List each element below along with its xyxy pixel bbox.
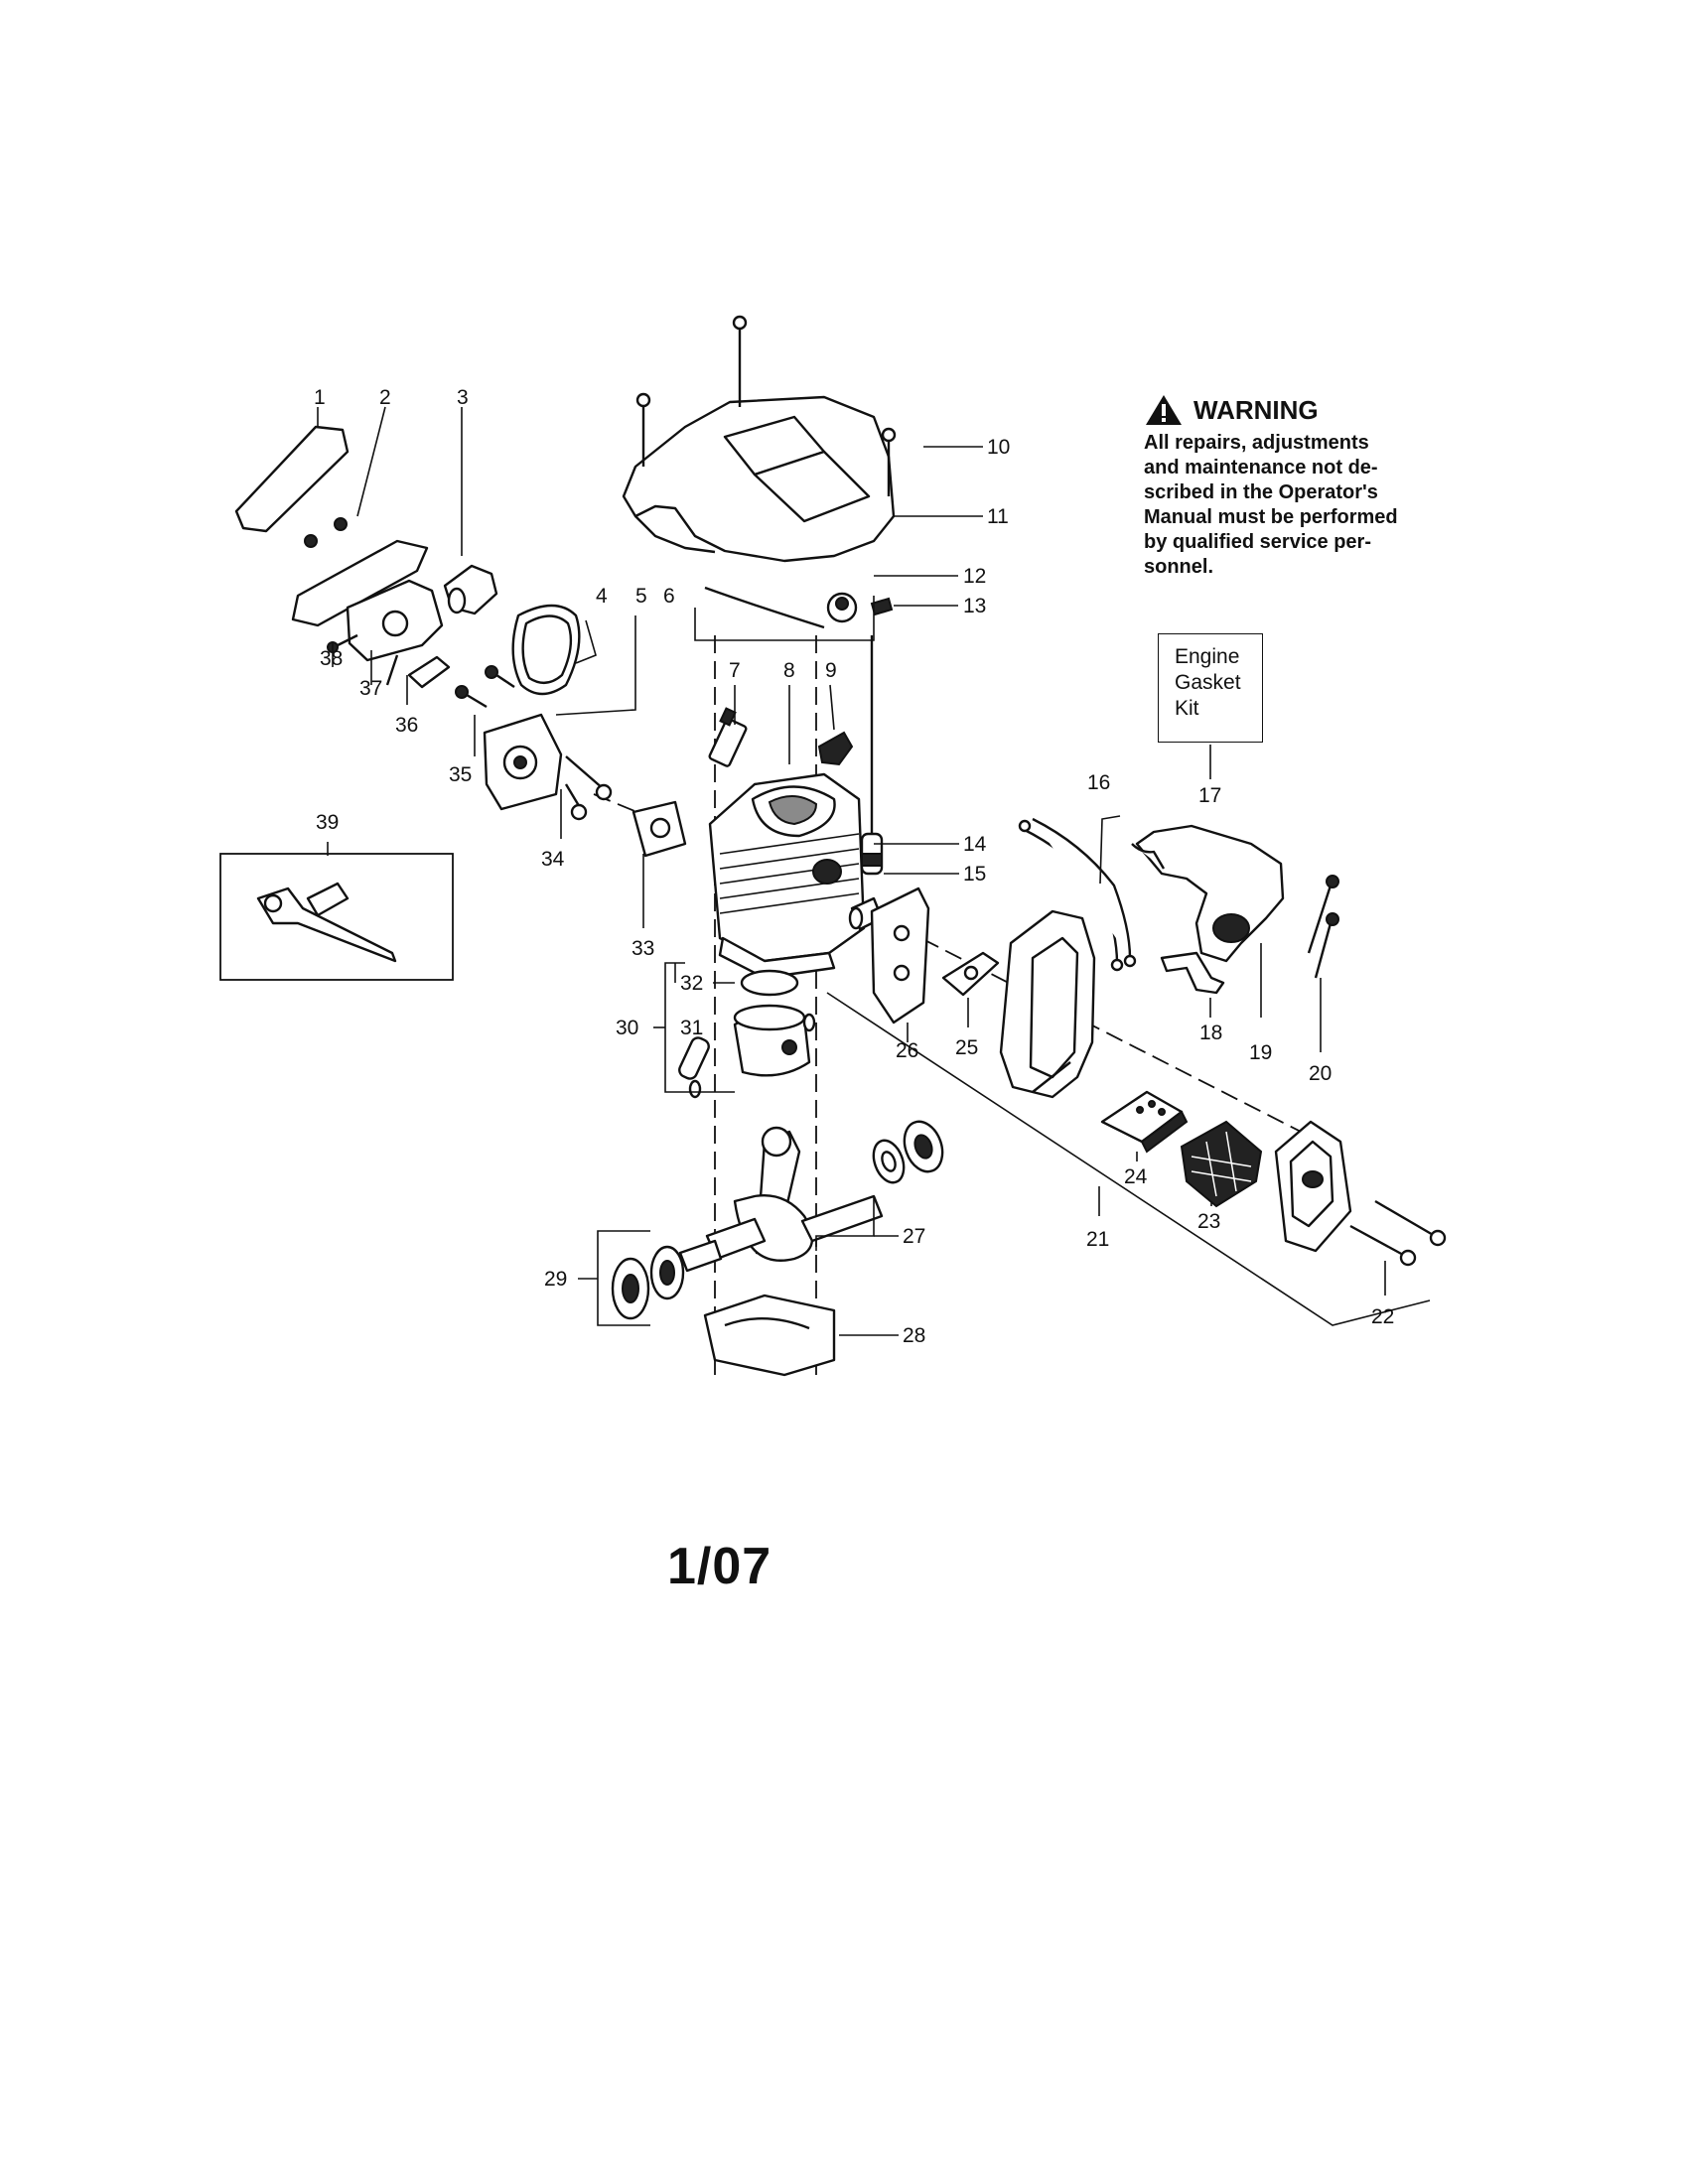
warning-line: scribed in the Operator's: [1144, 481, 1378, 503]
carb-bracket-part: [291, 517, 429, 627]
warning-title: WARNING: [1193, 394, 1319, 425]
muffler-cover-part: [1274, 1120, 1352, 1253]
callout-31: 31: [680, 1017, 703, 1039]
intake-gasket-part: [632, 800, 687, 858]
intake-adapter-part: [483, 713, 563, 811]
warning-triangle-icon: [1146, 395, 1182, 425]
leader-lines: [317, 406, 1431, 1336]
adapter-screws-part: [455, 665, 515, 709]
choke-linkage-part: [407, 655, 451, 689]
callout-29: 29: [544, 1268, 567, 1291]
callout-24: 24: [1124, 1165, 1148, 1188]
wrist-pin-part: [678, 1036, 710, 1080]
muffler-screen-part: [1180, 1120, 1263, 1208]
top-cover-part: [622, 395, 896, 563]
decal-part: [817, 731, 854, 766]
date-code: 1/07: [667, 1538, 772, 1595]
callout-36: 36: [395, 714, 418, 737]
callout-21: 21: [1086, 1228, 1109, 1251]
callout-7: 7: [729, 659, 741, 682]
engine-gasket-kit-box: Engine Gasket Kit: [1158, 633, 1263, 743]
warning-notice: WARNING All repairs, adjustments and mai…: [1144, 393, 1442, 580]
callout-4: 4: [596, 585, 608, 608]
piston-part: [733, 1004, 811, 1077]
air-filter-part: [234, 425, 350, 533]
spark-plug-part: [708, 707, 748, 767]
gasket-ring-part: [511, 604, 581, 696]
muffler-body-part: [999, 909, 1096, 1099]
callout-37: 37: [359, 677, 382, 700]
ignition-wires-part: [1018, 817, 1137, 972]
callout-32: 32: [680, 972, 703, 995]
callout-34: 34: [541, 848, 565, 871]
crank-bearings-right-part: [872, 1120, 944, 1184]
callout-1: 1: [314, 386, 326, 409]
kit-label-line: Engine: [1175, 645, 1240, 668]
callout-8: 8: [783, 659, 795, 682]
warning-line: Manual must be performed: [1144, 506, 1398, 528]
callout-38: 38: [320, 647, 343, 670]
muffler-gasket-part: [941, 951, 1000, 997]
callout-11: 11: [987, 505, 1009, 528]
callout-19: 19: [1249, 1041, 1272, 1064]
warning-line: sonnel.: [1144, 556, 1214, 578]
crank-bearings-left-part: [611, 1245, 685, 1320]
callout-22: 22: [1371, 1305, 1394, 1328]
warning-line: by qualified service per-: [1144, 531, 1371, 553]
kit-label-line: Kit: [1175, 697, 1199, 720]
callout-18: 18: [1199, 1022, 1222, 1044]
spark-arrestor-part: [1100, 1090, 1189, 1154]
callout-9: 9: [825, 659, 837, 682]
callout-15: 15: [963, 863, 986, 886]
callout-28: 28: [903, 1324, 925, 1347]
intake-boot-part: [443, 564, 498, 615]
fuel-line-part: [704, 586, 825, 629]
callout-2: 2: [379, 386, 391, 409]
callout-12: 12: [963, 565, 986, 588]
warning-heading: WARNING: [1144, 393, 1442, 427]
callout-3: 3: [457, 386, 469, 409]
service-tool-part: [219, 853, 454, 981]
grommet-part: [870, 597, 894, 616]
callout-10: 10: [987, 436, 1010, 459]
callout-27: 27: [903, 1225, 925, 1248]
callout-23: 23: [1197, 1210, 1220, 1233]
callout-16: 16: [1087, 771, 1110, 794]
callout-17: 17: [1198, 784, 1221, 807]
warning-line: and maintenance not de-: [1144, 457, 1378, 478]
callout-30: 30: [616, 1017, 638, 1039]
callout-35: 35: [449, 763, 472, 786]
kit-label-line: Gasket: [1175, 671, 1241, 694]
callout-26: 26: [896, 1039, 918, 1062]
primer-part: [826, 592, 858, 623]
heat-shield-part: [870, 887, 930, 1024]
callout-6: 6: [663, 585, 675, 608]
piston-ring-part: [740, 969, 799, 997]
fuel-pickup-part: [860, 635, 884, 876]
carburetor-part: [327, 579, 444, 686]
callout-labels: 1 2 3 4 5 6 7 8 9 10 11 12 13 14 15 16 1…: [314, 386, 1394, 1347]
piston-clips-part: [688, 1013, 816, 1099]
ignition-module-part: [1131, 824, 1285, 963]
callout-25: 25: [955, 1036, 978, 1059]
cylinder-part: [708, 772, 866, 980]
ignition-screws-part: [1307, 875, 1339, 979]
crankshaft-part: [678, 1126, 884, 1273]
callout-5: 5: [635, 585, 647, 608]
cover-screws-part: [635, 315, 897, 496]
callout-13: 13: [963, 595, 986, 617]
callout-39: 39: [316, 811, 339, 834]
intake-bolts-part: [564, 755, 613, 821]
muffler-bolts-part: [1349, 1199, 1447, 1267]
callout-33: 33: [632, 937, 654, 960]
crankcase-part: [703, 1294, 836, 1377]
ignition-bracket-part: [1160, 951, 1225, 995]
callout-14: 14: [963, 833, 987, 856]
warning-line: All repairs, adjustments: [1144, 432, 1369, 454]
callout-20: 20: [1309, 1062, 1332, 1085]
